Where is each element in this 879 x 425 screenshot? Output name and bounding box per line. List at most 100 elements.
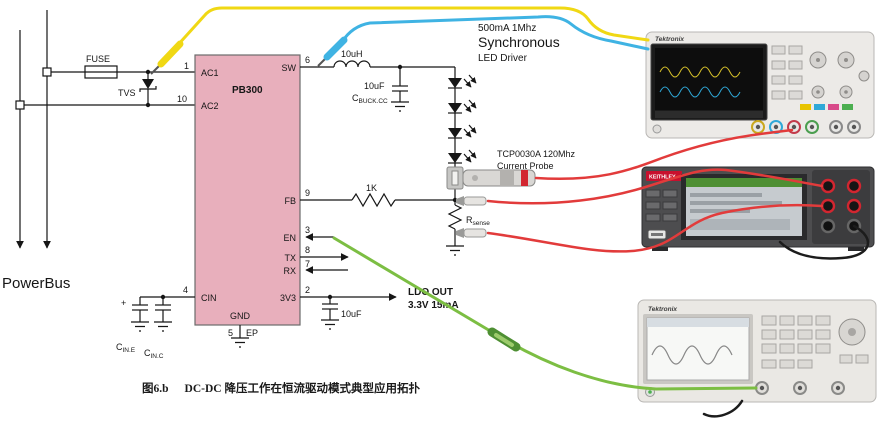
ac2-input-terminal (15, 100, 25, 110)
led-emission-arrows (463, 74, 477, 88)
inductor-label: 10uH (341, 49, 363, 59)
probe-clamp-slot (451, 170, 459, 186)
pin-label-ep: EP (246, 328, 258, 338)
pin-number-rx: 7 (305, 259, 310, 269)
sense-lead-high-red (486, 168, 824, 205)
scope-button (788, 90, 803, 100)
afg-button (839, 354, 853, 364)
afg-button (855, 354, 869, 364)
scope-bnc-inputs (751, 120, 861, 134)
pin-label-en: EN (283, 233, 296, 243)
scope-channel-buttons (800, 104, 853, 110)
current-probe-cable-red (534, 128, 794, 180)
cables (150, 6, 870, 418)
scope-button (771, 45, 786, 55)
function-generator: Tektronix (637, 299, 877, 403)
meter-button-column (645, 189, 678, 222)
current-probe-graphic (446, 166, 536, 190)
source-meter: KEITHLEY (641, 166, 875, 251)
pin-number-cin: 4 (183, 285, 188, 295)
scope-button (771, 90, 786, 100)
scope-button (788, 45, 803, 55)
afg-button (797, 315, 813, 326)
afg-button (815, 329, 831, 340)
pin-number-ac1: 1 (184, 61, 189, 71)
afg-button-grid (761, 315, 831, 369)
fb-resistor-label: 1K (366, 183, 377, 193)
probe-barrel (323, 36, 348, 61)
bnc-pin (759, 385, 765, 391)
driver-note-line1: 500mA 1Mhz (478, 23, 536, 34)
bnc-pin (797, 385, 803, 391)
pin-number-en: 3 (305, 225, 310, 235)
scope-button-grid (771, 45, 803, 100)
buck-cap-value: 10uF (364, 81, 385, 91)
cap-in-e-polarity: + (121, 298, 126, 308)
afg-button (779, 359, 795, 369)
bnc-pin (755, 124, 761, 130)
meter-button (645, 201, 661, 210)
bnc-pin (809, 124, 815, 130)
probe-button (472, 175, 478, 181)
led-emission-arrows (463, 99, 477, 113)
sense-resistor-symbol (447, 204, 463, 230)
meter-screen-line (690, 201, 782, 205)
scope-button (788, 60, 803, 70)
meter-ground-lead-black (778, 224, 870, 260)
pin-number-ep: 5 (228, 328, 233, 338)
scope-ch2-button (814, 104, 825, 110)
meter-jack-red (820, 178, 836, 194)
oscilloscope: Tektronix (645, 31, 875, 139)
bnc-pin (851, 124, 857, 130)
driver-note-line2: Synchronous (478, 34, 560, 50)
meter-screen-line (690, 209, 750, 213)
clip-body (463, 196, 487, 206)
meter-button (662, 201, 678, 210)
buck-cap-ref: CBUCK.CC (352, 93, 388, 105)
ground-symbol (391, 101, 409, 112)
scope-power-button (652, 124, 662, 134)
pin-number-sw: 6 (305, 55, 310, 65)
ac1-input-terminal (42, 67, 52, 77)
afg-screen (646, 317, 750, 381)
ground-symbol (321, 319, 339, 330)
meter-button (662, 213, 678, 222)
meter-button (662, 189, 678, 198)
knob-dot (844, 58, 848, 62)
pin-label-ac2: AC2 (201, 101, 219, 111)
tvs-diode-symbol (142, 79, 154, 89)
pin-label-ac1: AC1 (201, 68, 219, 78)
afg-bnc-outputs (755, 381, 845, 395)
current-probe-label-2: Current Probe (497, 161, 554, 171)
scope-probe-cable-yellow (174, 6, 650, 49)
afg-button (797, 329, 813, 340)
pin-label-fb: FB (284, 196, 296, 206)
afg-button (779, 343, 795, 354)
scope-knob (858, 70, 870, 82)
afg-brand: Tektronix (648, 306, 677, 313)
pin-label-rx: RX (283, 266, 296, 276)
scope-button (771, 75, 786, 85)
scope-waveform-ch1 (659, 66, 741, 78)
clip-body (463, 228, 487, 238)
junction-dot (145, 69, 151, 75)
meter-button (645, 189, 661, 198)
scope-ch1-button (800, 104, 811, 110)
ldo-out-label-2: 3.3V 15mA (408, 300, 459, 311)
scope-screen-menubar (655, 111, 763, 118)
sense-resistor-label: Rsense (466, 215, 490, 227)
scope-button (771, 60, 786, 70)
knob-dot (848, 328, 856, 336)
meter-foot (652, 247, 668, 251)
voltage-probe-yellow (150, 40, 184, 75)
probe-red-band (521, 170, 528, 186)
fuse-label: FUSE (86, 54, 110, 64)
led-emission-arrows (463, 124, 477, 138)
bnc-pin (835, 385, 841, 391)
chip-name: PB300 (232, 85, 263, 96)
schematic: PowerBus FUSE 1 TVS 10 PB300 AC1 AC2 CIN… (2, 10, 576, 395)
led-symbol (448, 99, 477, 114)
